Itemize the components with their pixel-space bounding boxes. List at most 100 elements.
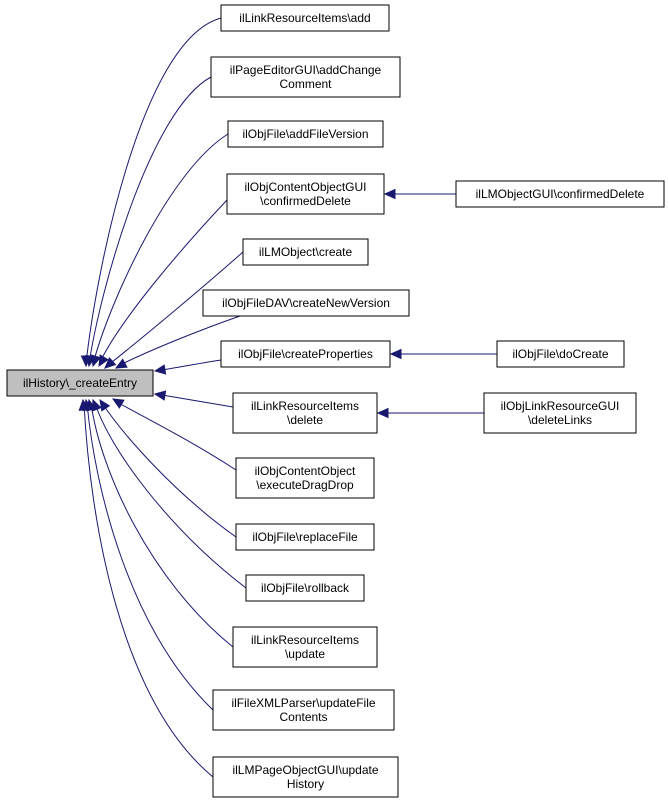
edges-layer xyxy=(78,17,497,778)
arrowhead xyxy=(91,354,102,368)
edge-n2-to-root xyxy=(85,76,212,368)
node-box[interactable] xyxy=(232,626,378,668)
root-node[interactable]: ilHistory\_createEntry xyxy=(6,369,154,397)
node-n10[interactable]: ilObjFile\replaceFile xyxy=(235,523,375,551)
node-label-line: ilObjFile\rollback xyxy=(261,581,350,595)
node-label-line: Comment xyxy=(279,77,332,91)
node-box[interactable] xyxy=(455,180,665,208)
edge-n10-to-root xyxy=(99,398,237,538)
edge-line xyxy=(92,133,229,365)
node-label-line: ilPageEditorGUI\addChange xyxy=(230,63,382,77)
node-n9[interactable]: ilObjContentObject\executeDragDrop xyxy=(235,457,375,499)
edge-n12-to-root xyxy=(86,398,234,648)
node-label-line: Contents xyxy=(279,710,327,724)
edge-n7-to-root xyxy=(153,359,222,375)
node-n8[interactable]: ilLinkResourceItems\delete xyxy=(232,392,378,434)
node-label-line: ilObjFileDAV\createNewVersion xyxy=(222,296,390,310)
node-n7[interactable]: ilObjFile\createProperties xyxy=(220,340,391,368)
node-box[interactable] xyxy=(6,369,154,397)
node-n4[interactable]: ilObjContentObjectGUI\confirmedDelete xyxy=(226,173,385,215)
arrowhead xyxy=(78,398,90,411)
node-box[interactable] xyxy=(245,574,365,602)
node-box[interactable] xyxy=(202,289,410,317)
edge-line xyxy=(85,17,222,365)
edge-line xyxy=(88,76,212,365)
node-c3[interactable]: ilObjLinkResourceGUI\deleteLinks xyxy=(483,392,637,434)
node-label-line: ilLMObject\create xyxy=(259,245,353,259)
node-box[interactable] xyxy=(212,756,399,798)
node-label-line: ilObjFile\replaceFile xyxy=(252,530,358,544)
edge-n11-to-root xyxy=(91,398,247,589)
arrowhead xyxy=(376,407,389,419)
node-box[interactable] xyxy=(483,392,637,434)
node-n3[interactable]: ilObjFile\addFileVersion xyxy=(227,120,384,148)
nodes-layer: ilLinkResourceItems\add ilPageEditorGUI\a… xyxy=(6,4,665,798)
node-n6[interactable]: ilObjFileDAV\createNewVersion xyxy=(202,289,410,317)
node-box[interactable] xyxy=(220,340,391,368)
node-box[interactable] xyxy=(220,4,390,32)
node-box[interactable] xyxy=(226,173,385,215)
arrowhead xyxy=(383,188,396,200)
edge-line xyxy=(94,402,247,589)
edge-n1-to-root xyxy=(80,17,222,368)
node-label-line: \confirmedDelete xyxy=(260,194,351,208)
edge-n9-to-root xyxy=(111,398,237,471)
edge-n14-to-root xyxy=(78,398,214,778)
edge-c3-to-n8 xyxy=(376,407,484,419)
arrowhead xyxy=(98,354,109,368)
edge-line xyxy=(83,402,214,778)
arrowhead xyxy=(153,364,167,375)
edge-line xyxy=(106,251,244,367)
node-label-line: ilLinkResourceItems xyxy=(251,633,359,647)
edge-n4-to-root xyxy=(98,199,228,368)
node-box[interactable] xyxy=(232,392,378,434)
edge-line xyxy=(98,199,228,365)
edge-c1-to-n4 xyxy=(383,188,456,200)
edge-c2-to-n7 xyxy=(389,348,497,360)
edge-line xyxy=(86,402,214,711)
edge-n3-to-root xyxy=(91,133,229,368)
node-n1[interactable]: ilLinkResourceItems\add xyxy=(220,4,390,32)
node-box[interactable] xyxy=(235,457,375,499)
node-box[interactable] xyxy=(235,523,375,551)
node-box[interactable] xyxy=(212,689,395,731)
node-label-line: \executeDragDrop xyxy=(256,478,354,492)
node-label-line: ilLinkResourceItems xyxy=(251,399,359,413)
node-box[interactable] xyxy=(210,56,401,98)
node-label-line: ilObjFile\doCreate xyxy=(512,347,608,361)
node-box[interactable] xyxy=(496,340,625,368)
edge-line xyxy=(161,359,222,371)
edge-n8-to-root xyxy=(153,390,234,408)
node-label-line: ilHistory\_createEntry xyxy=(23,376,137,390)
node-c2[interactable]: ilObjFile\doCreate xyxy=(496,340,625,368)
node-n5[interactable]: ilLMObject\create xyxy=(242,238,369,266)
node-n12[interactable]: ilLinkResourceItems\update xyxy=(232,626,378,668)
arrowhead xyxy=(104,357,117,369)
node-n11[interactable]: ilObjFile\rollback xyxy=(245,574,365,602)
edge-line xyxy=(90,402,234,648)
edge-n5-to-root xyxy=(104,251,244,369)
arrowhead xyxy=(99,398,111,412)
node-label-line: ilLMObjectGUI\confirmedDelete xyxy=(476,187,645,201)
edge-line xyxy=(101,402,237,538)
arrowhead xyxy=(389,348,402,360)
node-label-line: ilLinkResourceItems\add xyxy=(239,11,370,25)
node-box[interactable] xyxy=(242,238,369,266)
node-label-line: ilObjContentObject xyxy=(255,464,356,478)
arrowhead xyxy=(111,398,125,409)
edge-line xyxy=(161,394,234,408)
node-c1[interactable]: ilLMObjectGUI\confirmedDelete xyxy=(455,180,665,208)
edge-line xyxy=(114,400,237,471)
node-label-line: ilFileXMLParser\updateFile xyxy=(231,696,375,710)
node-box[interactable] xyxy=(227,120,384,148)
node-label-line: ilObjFile\createProperties xyxy=(238,347,373,361)
arrowhead xyxy=(153,390,167,401)
node-label-line: ilLMPageObjectGUI\update xyxy=(232,763,378,777)
arrowhead xyxy=(114,358,128,369)
edge-n6-to-root xyxy=(114,315,241,369)
edge-line xyxy=(117,315,241,367)
